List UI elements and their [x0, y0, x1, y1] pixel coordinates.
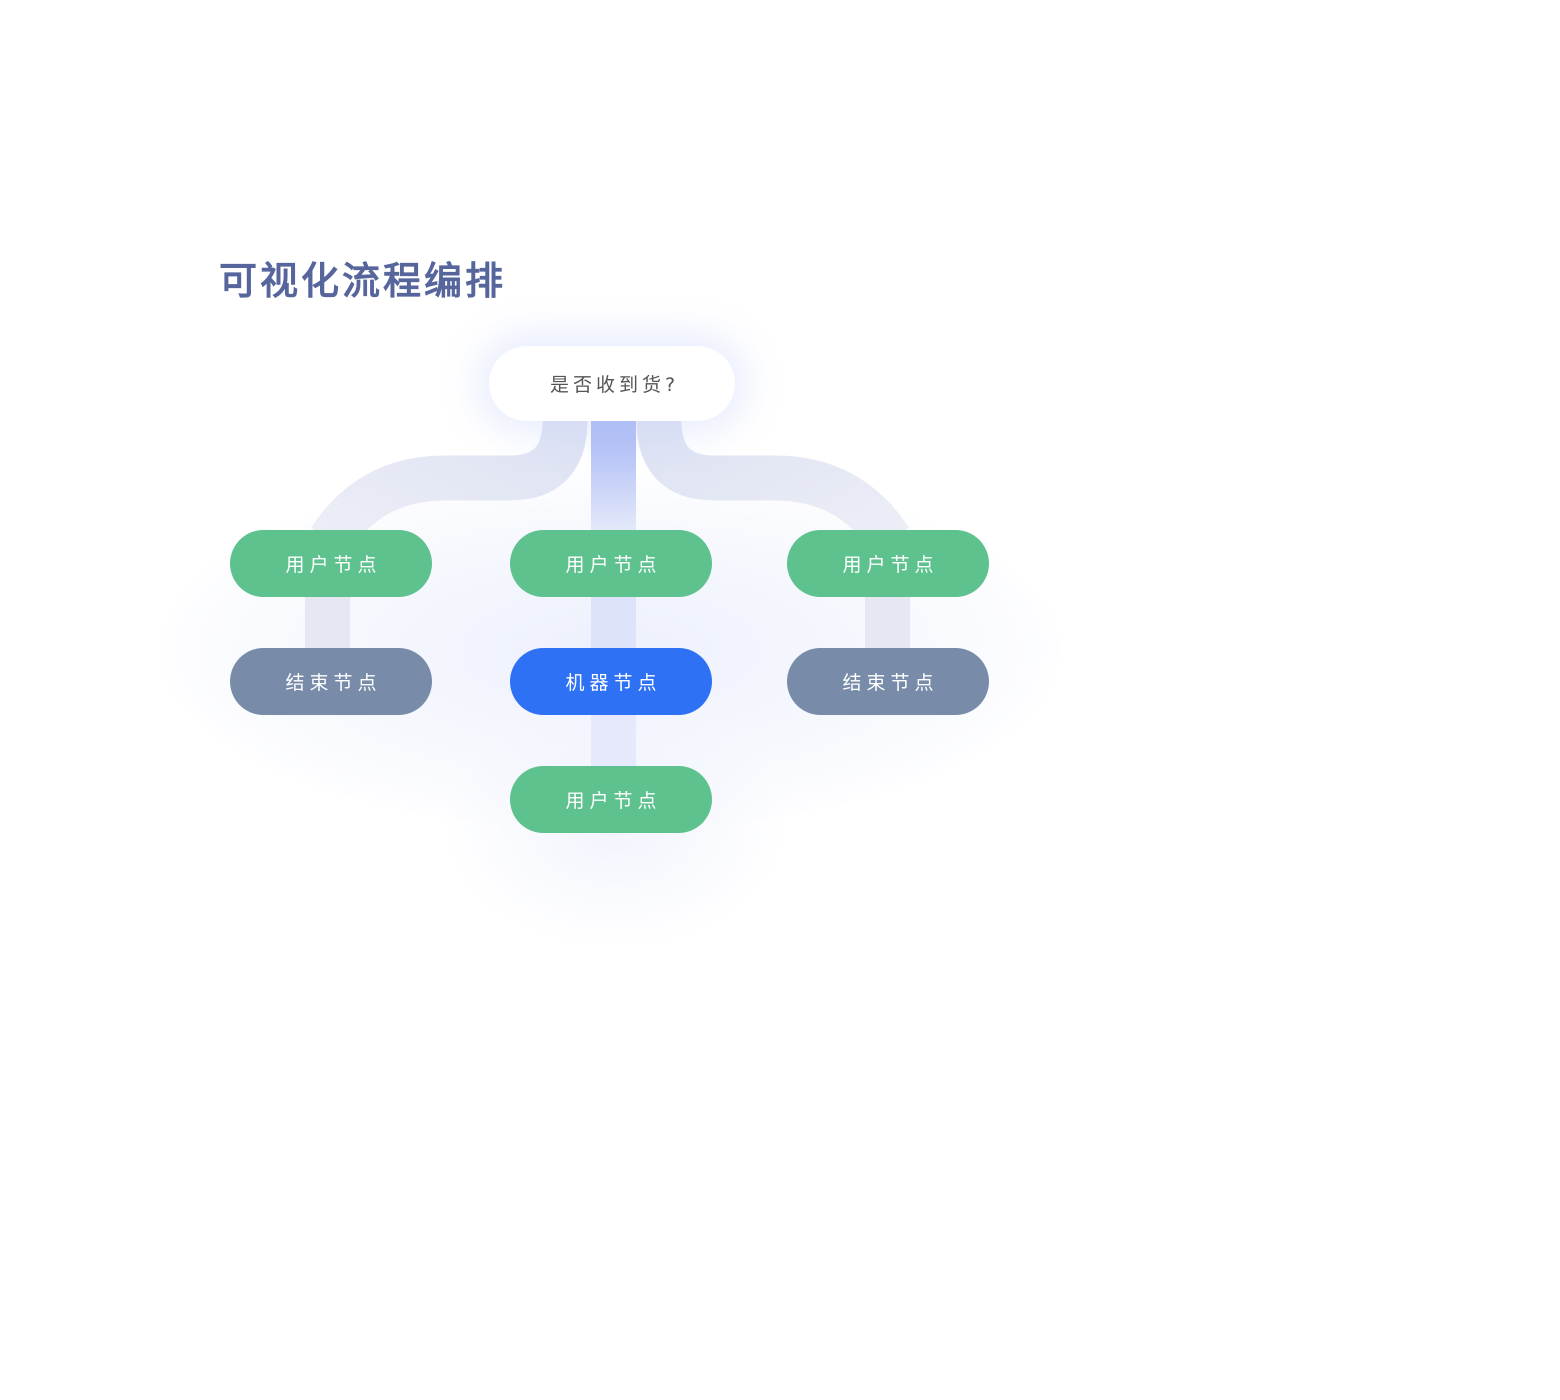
- user-node-left-label: 用户节点: [285, 554, 382, 576]
- user-node-bottom[interactable]: 用户节点: [510, 766, 712, 833]
- connector-machine-bottom-user: [591, 714, 636, 769]
- end-node-left-label: 结束节点: [285, 672, 382, 694]
- end-node-left[interactable]: 结束节点: [230, 648, 432, 715]
- user-node-right[interactable]: 用户节点: [787, 530, 989, 597]
- page-title: 可视化流程编排: [219, 259, 507, 303]
- end-node-right-label: 结束节点: [842, 672, 939, 694]
- user-node-right-label: 用户节点: [842, 554, 939, 576]
- decision-node[interactable]: 是否收到货?: [489, 346, 735, 421]
- user-node-left[interactable]: 用户节点: [230, 530, 432, 597]
- connector-right-user-end: [865, 596, 910, 651]
- decision-node-label: 是否收到货?: [549, 374, 680, 396]
- connector-left-user-end: [305, 596, 350, 651]
- user-node-bottom-label: 用户节点: [565, 790, 662, 812]
- end-node-right[interactable]: 结束节点: [787, 648, 989, 715]
- connector-decision-right-user: [636, 419, 909, 553]
- user-node-center-label: 用户节点: [565, 554, 662, 576]
- machine-node-label: 机器节点: [565, 672, 662, 694]
- connector-decision-left-user: [311, 419, 588, 553]
- connector-center-user-machine: [591, 596, 636, 651]
- machine-node[interactable]: 机器节点: [510, 648, 712, 715]
- user-node-center[interactable]: 用户节点: [510, 530, 712, 597]
- connector-decision-center-user: [591, 420, 636, 535]
